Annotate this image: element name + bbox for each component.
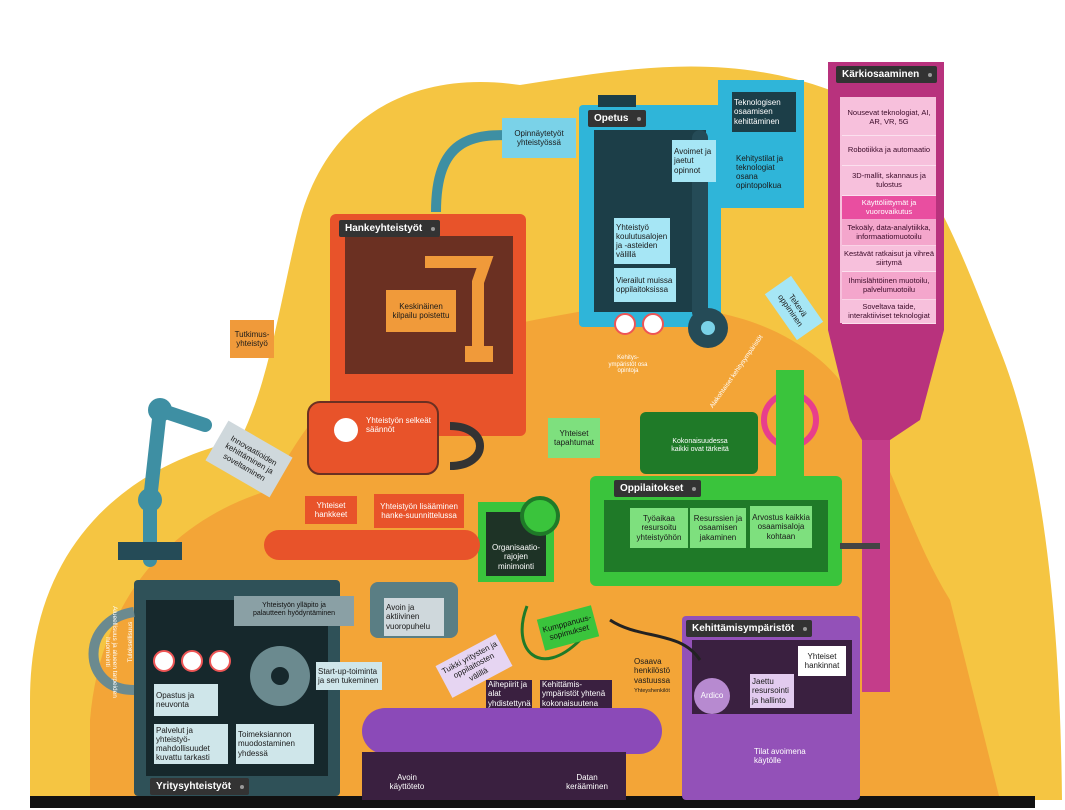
section-title-yritysyhteistyot: Yritysyhteistyöt [150, 778, 250, 795]
label-yhteiset-tapahtumat: Yhteiset tapahtumat [548, 418, 600, 458]
robotic-arm-joint-1 [148, 398, 172, 422]
robotic-arm-base [118, 542, 182, 560]
opetus-top-cap [598, 95, 636, 107]
orange-conveyor [264, 530, 480, 560]
organisaatio-gear [520, 496, 560, 536]
karki-item-8: Soveltava taide, interaktiiviset teknolo… [842, 300, 936, 324]
purple-conveyor [362, 708, 662, 754]
label-vierailut: Vierailut muissa oppilaitoksissa [614, 268, 676, 302]
label-startup: Start-up-toiminta ja sen tukeminen [316, 662, 382, 690]
label-yhteiset-hankinnat: Yhteiset hankinnat [798, 646, 846, 676]
yritys-gauge-1 [153, 650, 175, 672]
robotic-arm-left [143, 400, 212, 567]
label-tutkimusyhteistyo: Tutkimus-yhteistyö [230, 320, 274, 358]
label-ardico: Ardico [700, 691, 724, 701]
label-kehitysymparistot-osa: Kehitys-ympäristöt osa opintoja [608, 354, 648, 375]
label-tyoaikaa: Työaikaa resursoitu yhteistyöhön [630, 508, 688, 548]
yritys-gauge-3 [209, 650, 231, 672]
label-yhteiset-hankkeet: Yhteiset hankkeet [305, 496, 357, 524]
section-title-opetus: Opetus [588, 110, 647, 127]
label-opinnaytetyot: Opinnäytetyöt yhteistyössä [502, 118, 576, 158]
label-avoin-vuoropuhelu: Avoin ja aktiivinen vuoropuhelu [384, 598, 444, 636]
robot-arm [425, 256, 494, 346]
karki-item-3: 3D-mallit, skannaus ja tulostus [842, 166, 936, 196]
hanke-coil [449, 422, 484, 470]
label-keskinainen-kilpailu: Keskinäinen kilpailu poistettu [386, 290, 456, 332]
label-avoimet-jaetut: Avoimet ja jaetut opinnot [672, 140, 716, 182]
opetus-gauge-1 [614, 313, 636, 335]
kehittamis-lower [362, 752, 626, 800]
label-yhteistyon-selkeat-saannot: Yhteistyön selkeät säännöt [366, 415, 431, 434]
section-title-kehittamisymparistot: Kehittämisympäristöt [686, 620, 813, 637]
label-resurssien: Resurssien ja osaamisen jakaminen [690, 508, 746, 548]
robotic-arm-joint-2 [138, 488, 162, 512]
section-title-hankeyhteistyot: Hankeyhteistyöt [339, 220, 441, 237]
label-jaettu-resursointi: Jaettu resursointi ja hallinto [750, 674, 794, 708]
label-yhteyshenkilot: Yhteyshenkilöt [634, 687, 670, 694]
label-yhteistyon-yllapito: Yhteistyön ylläpito ja palautteen hyödyn… [252, 601, 336, 617]
label-alueellisuus: Alueellisuus ja alueen tarpeiden huomioi… [104, 606, 119, 698]
hose-left [88, 607, 136, 695]
label-osaava-henkilosto: Osaava henkilöstö vastuussa [634, 657, 671, 685]
yritys-gauge-2 [181, 650, 203, 672]
label-teknologisen-osaamisen: Teknologisen osaamisen kehittäminen [732, 92, 796, 132]
karki-pipe [862, 440, 890, 692]
label-yhteistyo-koulutusalojen: Yhteistyö koulutusalojen ja -asteiden vä… [614, 218, 670, 264]
label-opastus: Opastus ja neuvonta [154, 684, 218, 716]
karki-item-6: Kestävät ratkaisut ja vihreä siirtymä [842, 246, 936, 272]
label-arvostus: Arvostus kaikkia osaamisaloja kohtaan [750, 506, 812, 548]
section-title-oppilaitokset: Oppilaitokset [614, 480, 702, 497]
label-yhteistyon-lisaaminen: Yhteistyön lisääminen hanke-suunnittelus… [374, 494, 464, 528]
robot-arm-base [465, 346, 493, 362]
label-kehitystilat: Kehitystilat ja teknologiat osana opinto… [736, 153, 784, 191]
karki-item-7: Ihmislähtöinen muotoilu, palvelumuotoilu [842, 272, 936, 300]
yritys-gear-hub [271, 667, 289, 685]
label-kokonaisuudessa: Kokonaisuudessa kaikki ovat tärkeitä [671, 437, 729, 453]
opetus-gear-hub [701, 321, 715, 335]
karki-item-1: Nousevat teknologiat, AI, AR, VR, 5G [842, 100, 936, 136]
karki-item-5: Tekoäly, data-analytiikka, informaatiomu… [842, 220, 936, 246]
hanke-dial [334, 418, 358, 442]
valve-pipe [776, 370, 804, 480]
label-datan-keraaminen: Datan kerääminen [566, 772, 608, 791]
karki-item-4: Käyttöliittymät ja vuorovaikutus [842, 196, 936, 220]
label-palvelut: Palvelut ja yhteistyö-mahdollisuudet kuv… [154, 724, 228, 764]
label-tuloksellisuus: Tuloksellisuus [127, 621, 135, 663]
section-title-karkiosaaminen: Kärkiosaaminen [836, 66, 938, 83]
cable-green [520, 605, 582, 661]
karki-item-2: Robotiikka ja automaatio [842, 136, 936, 166]
oppilaitokset-top-box [640, 412, 758, 474]
label-tilat-avoimena: Tilat avoimena käytölle [754, 746, 806, 765]
yritys-spindle [234, 596, 354, 626]
label-toimeksiannon: Toimeksiannon muodostaminen yhdessä [236, 724, 314, 764]
label-organisaatiorajojen: Organisaatio-rajojen minimointi [491, 543, 541, 571]
opetus-gauge-2 [642, 313, 664, 335]
label-aihepiirit: Aihepiirit ja alat yhdistettynä [486, 680, 532, 708]
label-avoin-kayttoteto: Avoin käyttöteto [389, 772, 425, 791]
label-kehittamisymparistot-yhtena: Kehittämis-ympäristöt yhtenä kokonaisuut… [540, 680, 612, 708]
cable-black [609, 618, 702, 661]
ardico-circle [694, 678, 730, 714]
